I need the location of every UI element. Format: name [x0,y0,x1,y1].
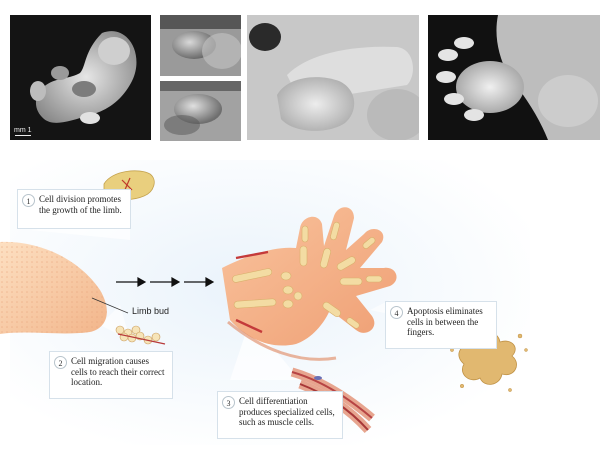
scale-label: mm 1 [14,127,32,134]
developing-hand [222,207,397,361]
scale-bar [15,134,31,136]
limb-development-diagram: Limb bud 1 Cell division promotes the gr… [0,150,610,450]
progression-arrows [116,276,215,288]
limb-bud-label: Limb bud [132,306,170,316]
step-4-text: Apoptosis eliminates cells in between th… [407,306,483,337]
step-2-callout: 2 Cell migration causes cells to reach t… [50,352,172,398]
step-2-number: 2 [54,356,67,369]
photo-limb-bud-later [160,81,241,141]
step-2-text: Cell migration causes cells to reach the… [71,356,165,387]
photo-embryo-sem: mm 1 [10,15,151,140]
limb-bud-pointer [91,297,129,314]
step-4-callout: 4 Apoptosis eliminates cells in between … [386,302,496,348]
step-1-number: 1 [22,194,35,207]
step-3-text: Cell differentiation produces specialize… [239,396,335,427]
migrating-cells [115,325,161,345]
step-3-number: 3 [222,396,235,409]
photo-hand-fingers [428,15,600,140]
step-1-callout: 1 Cell division promotes the growth of t… [18,190,130,228]
step-3-callout: 3 Cell differentiation produces speciali… [218,392,342,438]
step-1-text: Cell division promotes the growth of the… [39,194,122,215]
photo-limb-bud-early [160,15,241,76]
photo-paddle-hand [247,15,419,140]
step-4-number: 4 [390,306,403,319]
